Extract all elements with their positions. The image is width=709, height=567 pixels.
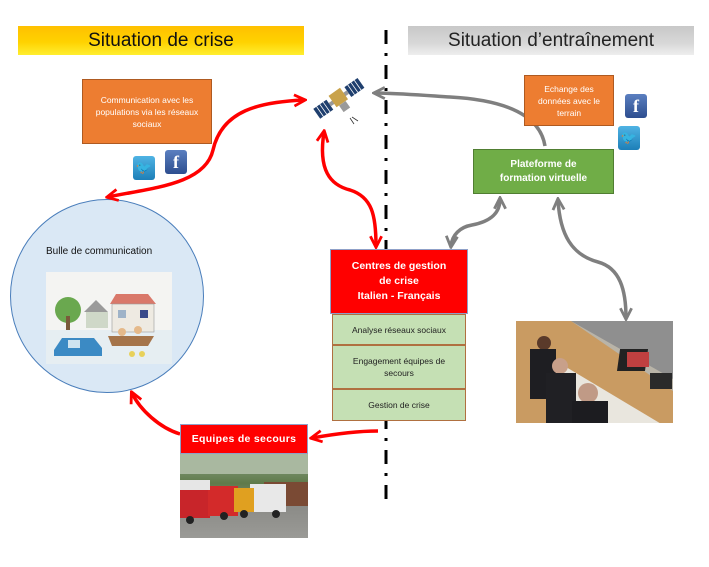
rescue-teams-engagement-item: Engagement équipes de secours	[332, 345, 466, 389]
training-room-photo	[516, 321, 673, 423]
arrow-platform-training	[558, 200, 626, 318]
arrow-platform-satellite	[375, 93, 547, 147]
social-media-analysis-item: Analyse réseaux sociaux	[332, 314, 466, 345]
arrow-rescue-bubble	[132, 393, 181, 436]
data-exchange-box: Echange des données avec le terrain	[524, 75, 614, 126]
twitter-icon: 🐦	[618, 126, 640, 150]
facebook-icon: f	[625, 94, 647, 118]
crisis-management-center-box: Centres de gestion de crise Italien - Fr…	[330, 249, 468, 314]
rescue-teams-label: Equipes de secours	[180, 424, 308, 454]
training-situation-banner: Situation d’entraînement	[408, 26, 694, 55]
satellite-icon	[310, 70, 370, 130]
crisis-situation-banner: Situation de crise	[18, 26, 304, 55]
crisis-management-item: Gestion de crise	[332, 389, 466, 421]
communication-box: Communication avec les populations via l…	[82, 79, 212, 144]
facebook-icon: f	[165, 150, 187, 174]
arrow-satellite-center	[322, 132, 376, 246]
arrow-platform-center	[451, 199, 500, 246]
twitter-icon: 🐦	[133, 156, 155, 180]
arrow-center-rescue	[312, 429, 379, 438]
flood-illustration	[46, 272, 172, 364]
rescue-vehicles-photo	[180, 454, 308, 538]
crisis-center-line-2: de crise	[379, 275, 419, 287]
virtual-training-platform-box: Plateforme de formation virtuelle	[473, 149, 614, 194]
crisis-center-line-1: Centres de gestion	[351, 260, 447, 272]
crisis-center-line-3: Italien - Français	[357, 290, 441, 302]
bubble-label: Bulle de communication	[46, 246, 153, 257]
arrow-bubble-satellite	[108, 100, 304, 197]
